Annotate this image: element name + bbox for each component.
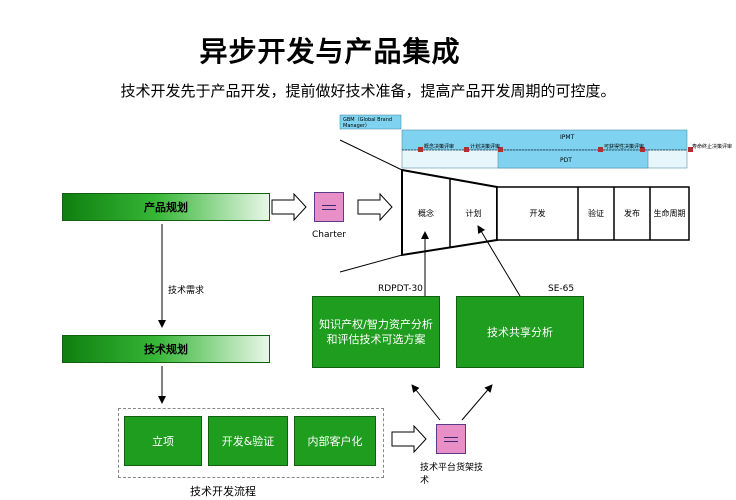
gbm-label: GBM（Global Brand Manager） [343,117,393,129]
phase-lifecycle: 生命周期 [653,208,686,218]
charter-process-icon [314,192,344,222]
product-planning-box: 产品规划 [62,193,270,221]
tech-requirement-label: 技术需求 [168,286,205,296]
step-initiate: 立项 [124,416,202,466]
ip-analysis-box: 知识产权/智力资产分析和评估技术可选方案 [312,296,440,368]
se-label: SE-65 [548,284,575,294]
phase-plan: 计划 [465,208,482,218]
platform-process-icon [436,424,466,454]
page-title: 异步开发与产品集成 [199,35,461,68]
hollow-arrow-1 [271,192,307,222]
review-concept: 概念决策评审 [424,144,455,150]
tech-sharing-box: 技术共享分析 [456,296,584,368]
phase-develop: 开发 [529,208,546,218]
pdt-label: PDT [560,157,572,164]
hollow-arrow-3 [391,424,427,454]
hollow-arrow-2 [357,192,393,222]
review-availability: 可获得性决策评审 [604,144,645,150]
phase-concept: 概念 [418,208,434,218]
platform-label: 技术平台货架技术 [420,463,484,486]
review-eol: 寿命终止决策评审 [692,144,733,150]
phase-verify: 验证 [588,208,604,218]
tech-dev-flow-label: 技术开发流程 [190,485,256,498]
review-plan: 计划决策评审 [470,144,501,150]
charter-label: Charter [312,230,346,240]
tech-planning-box: 技术规划 [62,335,270,363]
step-internal-customize: 内部客户化 [294,416,376,466]
ipmt-label: IPMT [560,134,575,141]
phase-release: 发布 [624,208,640,218]
rdpdt-label: RDPDT-30 [378,284,423,294]
page-subtitle: 技术开发先于产品开发，提前做好技术准备，提高产品开发周期的可控度。 [120,82,616,100]
tech-dev-flow-container [118,408,384,478]
step-develop-verify: 开发&验证 [208,416,288,466]
